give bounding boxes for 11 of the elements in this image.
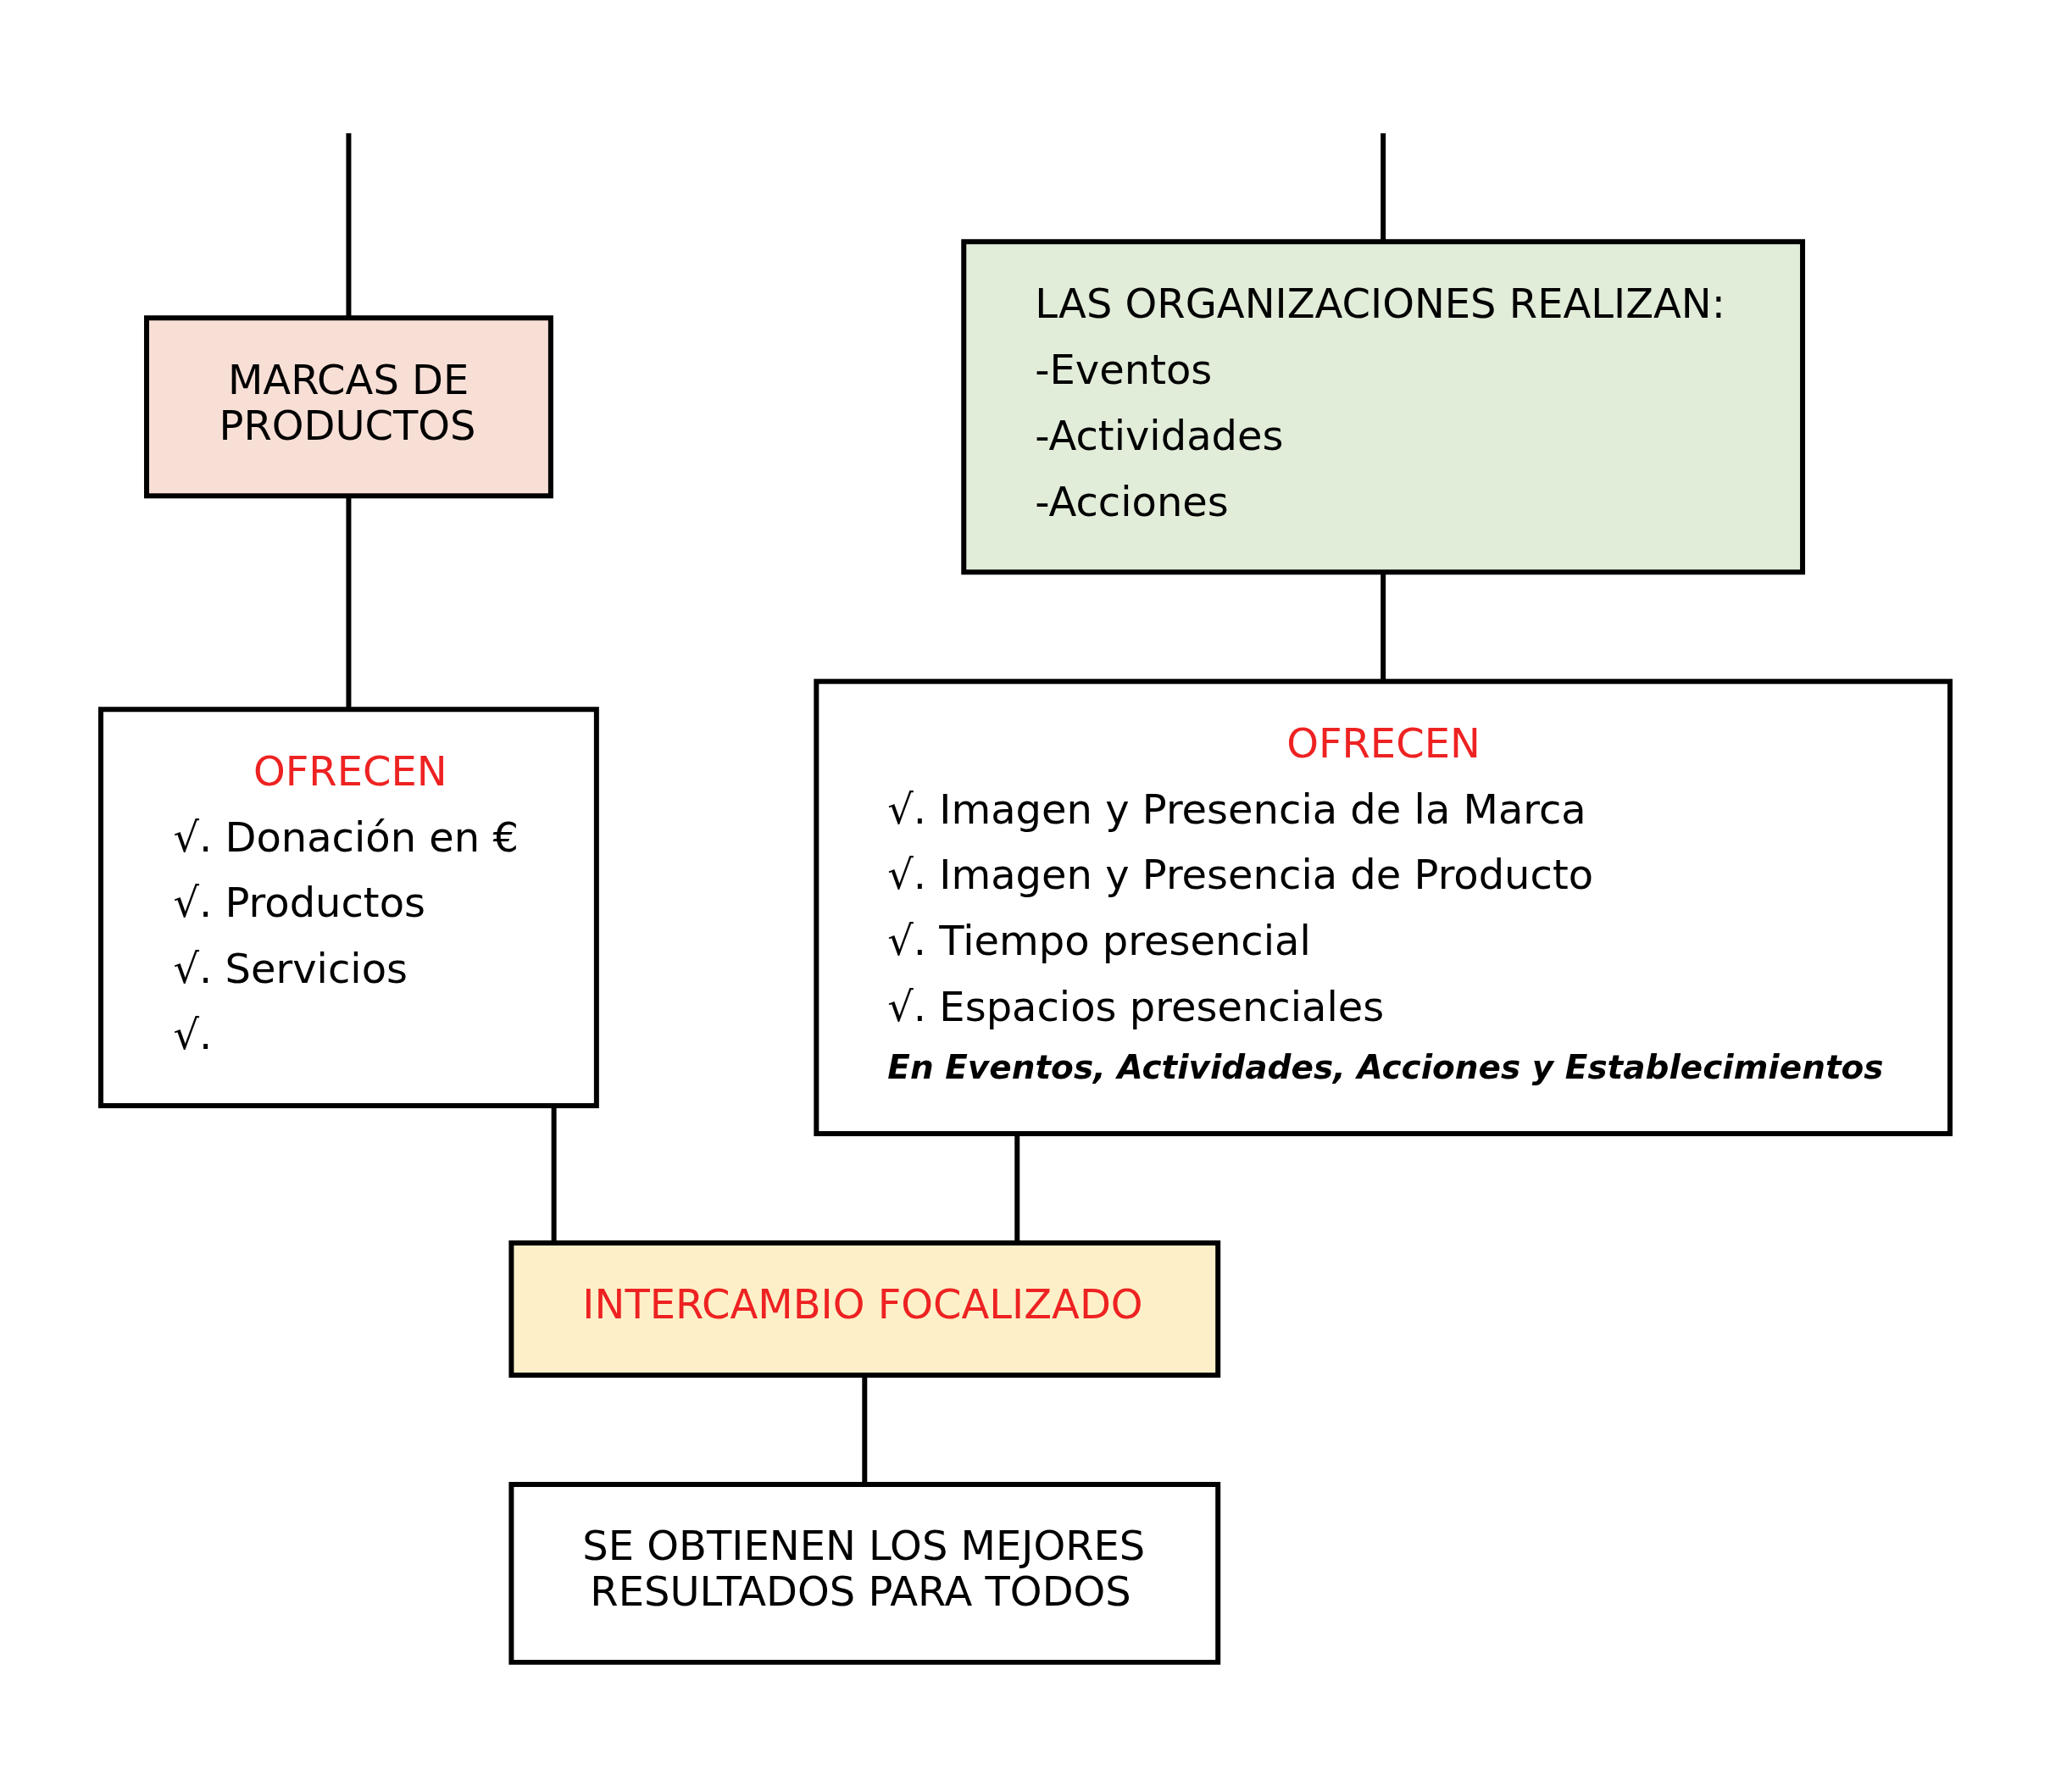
node-box: SE OBTIENEN LOS MEJORES RESULTADOS PARA TODOS	[508, 1481, 1220, 1665]
node-box: INTERCAMBIO FOCALIZADO	[508, 1240, 1220, 1378]
connector	[1380, 132, 1386, 241]
connector	[345, 496, 351, 709]
node-box: OFRECEN √. Donación en € √. Productos √. Servicios √.	[97, 706, 599, 1108]
connector	[345, 132, 351, 318]
connector	[861, 1375, 867, 1484]
node-box: OFRECEN √. Imagen y Presencia de la Marca √. Imagen y Presencia de Producto √. Tiempo presencial √. Espacios presenciales En Eventos, Actividades, Acciones y Establecimientos	[813, 678, 1953, 1136]
connector	[1014, 1134, 1019, 1242]
node-box: LAS ORGANIZACIONES REALIZAN: -Eventos -Actividades -Acciones	[960, 238, 1805, 574]
node-box: MARCAS DE PRODUCTOS	[143, 314, 553, 498]
